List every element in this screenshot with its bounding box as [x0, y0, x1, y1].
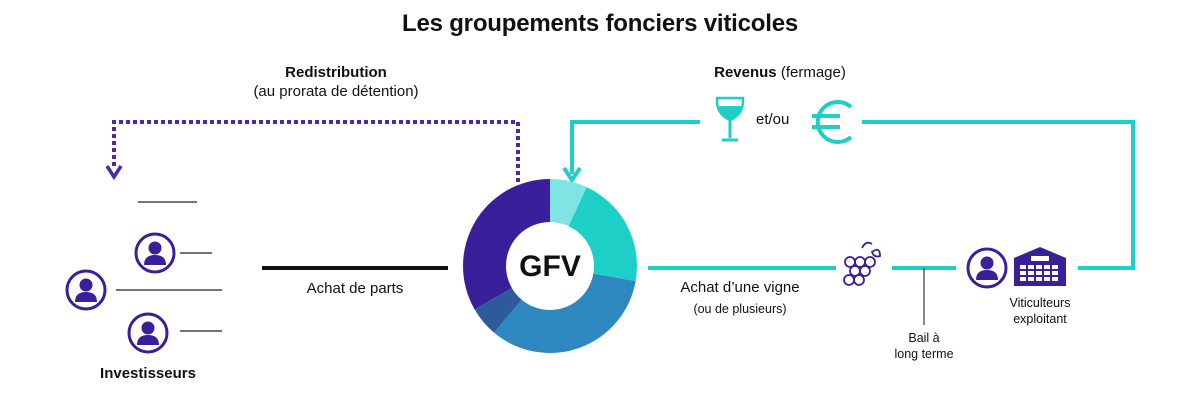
person-icon	[966, 247, 1008, 289]
revenus-label: Revenus (fermage)	[660, 64, 900, 81]
vigne-line	[648, 266, 956, 325]
redistribution-arrow	[105, 120, 520, 182]
revenus-title: Revenus	[714, 64, 777, 81]
viticulteurs-line1: Viticulteurs	[1009, 296, 1071, 310]
euro-icon	[812, 100, 853, 144]
viticulteurs-line2: exploitant	[1013, 312, 1067, 326]
person-icon	[65, 269, 107, 311]
page-title: Les groupements fonciers viticoles	[402, 10, 798, 37]
revenus-arrow	[562, 120, 1135, 270]
vigne-sublabel: (ou de plusieurs)	[693, 302, 787, 316]
bail-line2: long terme	[894, 347, 954, 361]
investors-label: Investisseurs	[100, 365, 196, 382]
investor-lines	[116, 201, 222, 332]
donut-hole	[506, 222, 594, 310]
donut-segment-blue	[494, 266, 636, 353]
revenus-connector: et/ou	[756, 111, 790, 128]
wine-glass-icon	[715, 96, 745, 142]
revenus-subtitle: (fermage)	[780, 64, 846, 81]
bail-line1: Bail à	[908, 331, 940, 345]
redistribution-subtitle: (au prorata de détention)	[253, 83, 419, 100]
parts-label: Achat de parts	[306, 280, 404, 297]
redistribution-title: Redistribution	[285, 64, 387, 81]
grapes-icon	[843, 241, 881, 286]
warehouse-icon	[1014, 247, 1066, 286]
vigne-label: Achat d’une vigne	[680, 279, 800, 296]
person-icon	[134, 232, 176, 274]
person-icon	[127, 312, 169, 354]
gfv-label: GFV	[519, 250, 581, 283]
